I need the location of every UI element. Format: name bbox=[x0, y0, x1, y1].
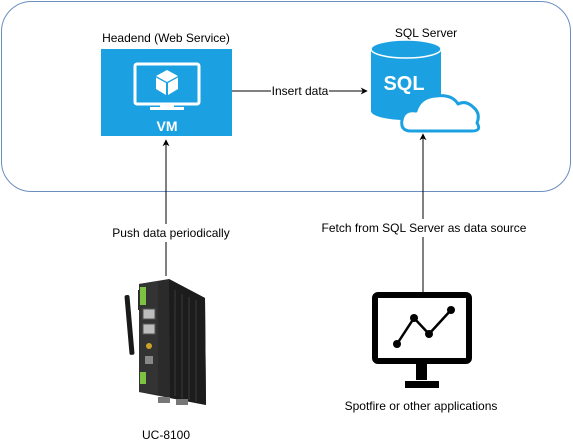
chart-monitor-icon bbox=[372, 292, 472, 388]
fetch-data-label: Fetch from SQL Server as data source bbox=[322, 221, 527, 235]
vm-label: VM bbox=[157, 118, 178, 134]
sql-server-cloud-icon: SQL bbox=[370, 39, 481, 133]
sql-badge: SQL bbox=[383, 73, 424, 95]
insert-data-label: Insert data bbox=[272, 84, 329, 98]
uc8100-label: UC-8100 bbox=[142, 428, 190, 442]
vm-monitor-icon: VM bbox=[101, 49, 232, 136]
spotfire-label: Spotfire or other applications bbox=[345, 399, 498, 413]
sql-server-label: SQL Server bbox=[395, 26, 457, 40]
push-data-label: Push data periodically bbox=[112, 226, 229, 240]
industrial-computer-icon bbox=[124, 279, 206, 405]
headend-label: Headend (Web Service) bbox=[102, 31, 230, 45]
